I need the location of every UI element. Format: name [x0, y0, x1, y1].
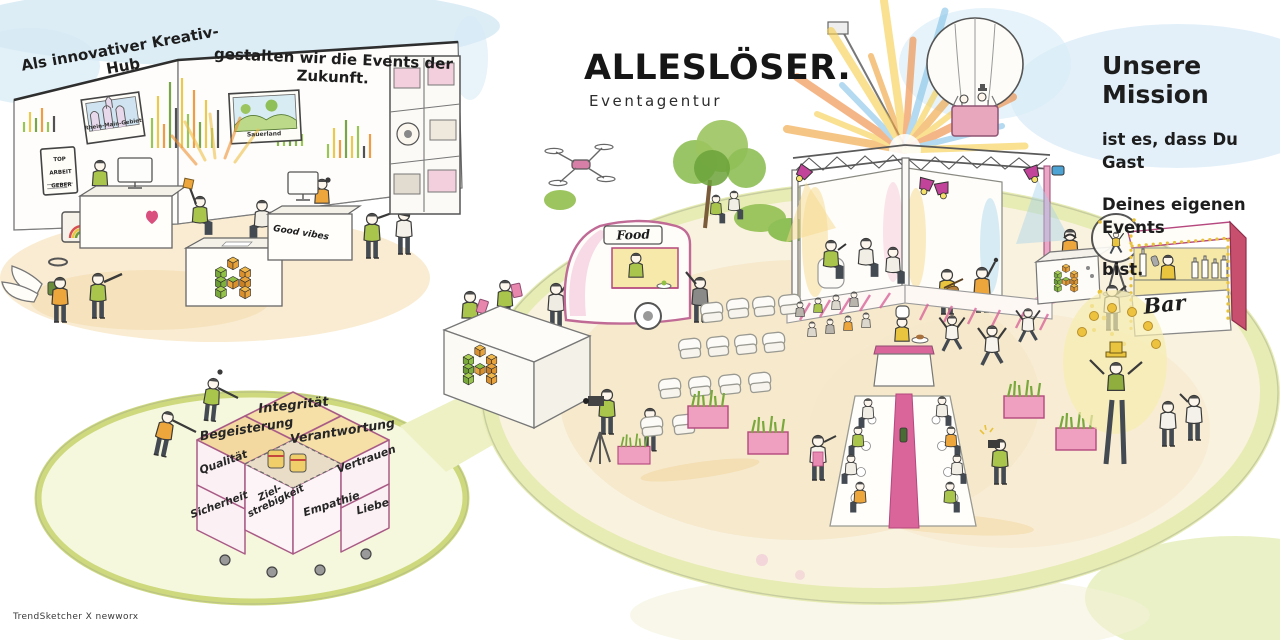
dj-booth — [1033, 246, 1113, 305]
drums-icon — [267, 449, 307, 473]
mission-text: Unsere Mission ist es, dass Du Gast Dein… — [1102, 32, 1280, 300]
orange-cube-icon — [182, 177, 195, 190]
marquee-bulbs-icon — [1129, 234, 1232, 336]
mission-line: Unsere Mission — [1102, 51, 1209, 109]
chef-hat-icon — [895, 305, 910, 319]
checkin-staff — [461, 290, 479, 319]
award-sign-art — [39, 146, 79, 196]
hedge-icon — [544, 190, 576, 210]
banquet — [810, 305, 1008, 529]
caster-wheels — [219, 548, 372, 578]
logo-subtitle: Eventagentur — [589, 92, 723, 110]
event-area-art — [442, 0, 1247, 529]
spotlight-icon — [1051, 165, 1065, 176]
food-truck — [563, 219, 692, 330]
halo-icon — [48, 257, 68, 267]
drone-icon — [544, 143, 616, 187]
mission-line: ist es, dass Du Gast — [1102, 130, 1238, 173]
shelf-unit — [389, 55, 461, 215]
tree-icon — [673, 120, 766, 229]
angel-guides — [1, 257, 123, 323]
tablet-icon — [510, 282, 523, 298]
values-cube-art — [152, 369, 390, 578]
food-vendor — [628, 252, 644, 278]
monitor-icon — [287, 171, 319, 195]
camera-icon — [988, 440, 1000, 448]
bottles-icon — [1139, 248, 1228, 279]
food-sign-board — [603, 225, 663, 245]
award-sign: TOP ARBEIT GEBER — [43, 149, 78, 197]
juggling-balls-icon — [1077, 303, 1161, 349]
mission-line: bist. — [1102, 260, 1144, 280]
meeting-table — [183, 237, 301, 307]
hot-air-balloon-icon — [926, 17, 1024, 137]
bar-stand — [1127, 220, 1247, 337]
award-line: GEBER — [51, 182, 72, 190]
heart-icon — [146, 210, 158, 224]
logo-title: ALLESLÖSER. — [584, 48, 852, 88]
poster-sauerland — [228, 89, 303, 145]
desk-1 — [77, 157, 188, 249]
award-line: ARBEIT — [49, 168, 72, 177]
mission-line: Deines eigenen Events — [1102, 195, 1246, 238]
monitor-icon — [117, 157, 153, 183]
video-camera-icon — [588, 396, 604, 406]
employee-desk1 — [91, 159, 109, 187]
shaker-icon — [1150, 255, 1160, 267]
bottle-icon — [899, 427, 908, 443]
checkin-desk — [442, 305, 592, 430]
tripod-icon — [589, 431, 611, 464]
tablet-icon — [475, 298, 489, 315]
camera-operator — [583, 390, 615, 464]
idea-glow — [170, 112, 260, 166]
truss — [792, 144, 1051, 173]
booth-scene — [13, 40, 463, 307]
desk-2 — [265, 171, 362, 261]
wing-icon — [1, 281, 39, 303]
poster-rhein-main — [80, 91, 146, 145]
credit-line: TrendSketcher X newworx — [13, 612, 139, 622]
award-line: TOP — [53, 156, 67, 163]
microphone-icon — [993, 257, 999, 263]
headphones-icon — [1063, 233, 1077, 239]
chef — [894, 316, 910, 342]
food-truck-sign: Food — [616, 226, 651, 243]
stilt-juggler — [1063, 290, 1167, 465]
